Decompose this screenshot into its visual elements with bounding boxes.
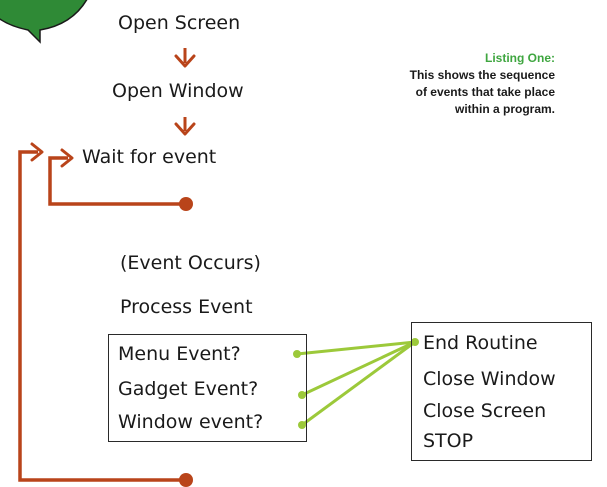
step-event-occurs: (Event Occurs) bbox=[120, 252, 261, 274]
event-type-box bbox=[108, 334, 307, 442]
window-event-label: Window event? bbox=[118, 411, 264, 433]
caption-title: Listing One: bbox=[485, 51, 555, 65]
gadget-event-label: Gadget Event? bbox=[118, 378, 259, 400]
close-window-label: Close Window bbox=[423, 368, 556, 390]
arrow-down-2 bbox=[174, 117, 196, 136]
close-screen-label: Close Screen bbox=[423, 400, 547, 422]
caption-body: This shows the sequence of events that t… bbox=[409, 68, 555, 116]
step-open-window: Open Window bbox=[112, 80, 244, 102]
speech-bubble bbox=[0, 0, 88, 44]
outer-loop-line bbox=[18, 142, 193, 487]
arrow-down-1 bbox=[174, 48, 196, 68]
step-process-event: Process Event bbox=[120, 296, 253, 318]
step-wait-for-event: Wait for event bbox=[82, 146, 217, 168]
event-connectors bbox=[293, 338, 419, 429]
inner-loop-line bbox=[48, 148, 193, 211]
step-open-screen: Open Screen bbox=[118, 12, 241, 34]
end-routine-label: End Routine bbox=[423, 332, 538, 354]
stop-label: STOP bbox=[423, 430, 474, 452]
end-routine-box bbox=[411, 322, 592, 461]
menu-event-label: Menu Event? bbox=[118, 343, 241, 365]
listing-caption: Listing One: This shows the sequence of … bbox=[405, 50, 555, 118]
